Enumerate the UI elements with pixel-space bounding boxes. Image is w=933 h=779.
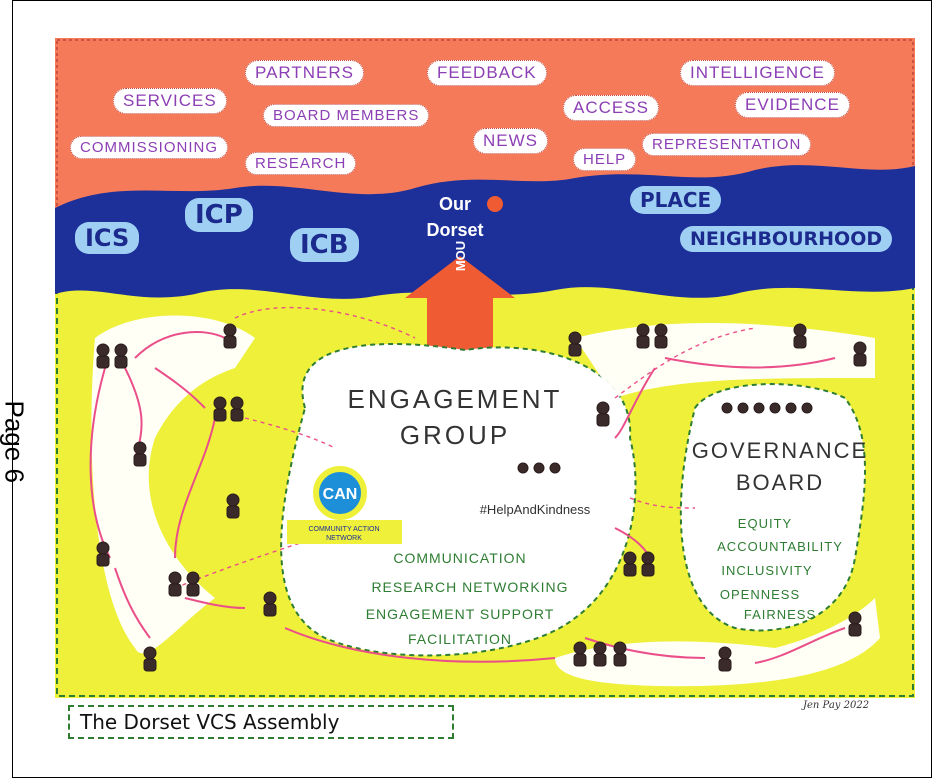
our-dorset-line-1: Our	[439, 194, 471, 214]
hashtag-label: #HelpAndKindness	[480, 502, 591, 517]
governance-title-1: GOVERNANCE	[692, 438, 868, 463]
word-feedback: FEEDBACK	[427, 60, 547, 86]
page-number-label: Page 6	[0, 400, 26, 483]
activity-1: COMMUNICATION	[393, 550, 526, 566]
activity-2: RESEARCH NETWORKING	[371, 579, 568, 595]
word-access: ACCESS	[563, 95, 659, 121]
word-intelligence: INTELLIGENCE	[680, 60, 835, 86]
governance-board-area	[679, 383, 866, 632]
person-group-6	[96, 541, 110, 567]
left-people-area	[91, 315, 255, 654]
can-banner	[287, 520, 402, 544]
our-dorset-logo-icon	[487, 196, 503, 212]
mou-label: MOU	[453, 241, 468, 271]
value-accountability: ACCOUNTABILITY	[717, 539, 843, 554]
activity-3: ENGAGEMENT SUPPORT	[366, 606, 555, 622]
artist-signature: Jen Pay 2022	[803, 700, 870, 711]
value-openness: OPENNESS	[720, 587, 800, 602]
word-commissioning: COMMISSIONING	[70, 136, 229, 159]
word-icp: ICP	[185, 198, 253, 232]
can-badge	[313, 466, 367, 520]
orange-band-border	[56, 39, 914, 213]
person-group-10	[568, 331, 582, 357]
word-partners: PARTNERS	[245, 60, 365, 86]
word-neighbourhood: NEIGHBOURHOOD	[680, 226, 893, 252]
people-figures	[96, 323, 867, 672]
word-board-members: BOARD MEMBERS	[263, 104, 430, 127]
person-group-4	[133, 441, 147, 467]
value-inclusivity: INCLUSIVITY	[721, 563, 812, 578]
word-icb: ICB	[290, 228, 359, 262]
can-sub-2: NETWORK	[326, 535, 362, 542]
word-place: PLACE	[630, 186, 722, 214]
word-evidence: EVIDENCE	[735, 92, 850, 118]
word-news: NEWS	[473, 128, 548, 154]
page-frame	[12, 0, 932, 778]
person-group-12	[793, 323, 807, 349]
person-group-15	[623, 551, 655, 577]
person-group-9	[143, 646, 157, 672]
word-representation: REPRESENTATION	[642, 133, 812, 156]
word-help: HELP	[573, 148, 637, 171]
illustration-canvas: MOU ENGAGEMENT GROUP #HelpAndKindness CA…	[55, 38, 915, 698]
person-group-11	[636, 323, 668, 349]
activity-4: FACILITATION	[408, 631, 512, 647]
illustration: MOU ENGAGEMENT GROUP #HelpAndKindness CA…	[55, 38, 915, 750]
governance-title-2: BOARD	[736, 470, 824, 495]
can-sub-1: COMMUNITY ACTION	[308, 526, 379, 533]
word-research: RESEARCH	[245, 152, 357, 175]
engagement-title-2: GROUP	[400, 420, 510, 450]
mou-arrow	[405, 256, 515, 373]
our-dorset-line-2: Dorset	[426, 220, 483, 240]
person-group-3	[213, 396, 244, 422]
word-ics: ICS	[75, 222, 140, 254]
person-group-18	[848, 611, 862, 637]
person-group-13	[853, 341, 867, 367]
engagement-members	[517, 462, 561, 474]
engagement-group-area	[280, 343, 637, 657]
yellow-field-border	[56, 269, 914, 697]
engagement-title-1: ENGAGEMENT	[348, 384, 563, 414]
assembly-title: The Dorset VCS Assembly	[68, 705, 454, 739]
can-label: CAN	[323, 486, 358, 503]
person-group-8	[263, 591, 277, 617]
person-group-16	[573, 641, 627, 667]
connector-arrows	[89, 331, 846, 664]
person-group-7	[168, 571, 200, 597]
word-services: SERVICES	[113, 88, 227, 114]
bottom-people-area	[555, 598, 880, 687]
person-group-17	[718, 646, 732, 672]
person-group-2	[223, 323, 237, 349]
value-equity: EQUITY	[738, 516, 792, 531]
value-fairness: FAIRNESS	[744, 607, 816, 622]
person-group-14	[596, 401, 610, 427]
person-group-1	[96, 343, 128, 369]
governance-members	[721, 402, 813, 414]
person-group-5	[226, 493, 240, 519]
